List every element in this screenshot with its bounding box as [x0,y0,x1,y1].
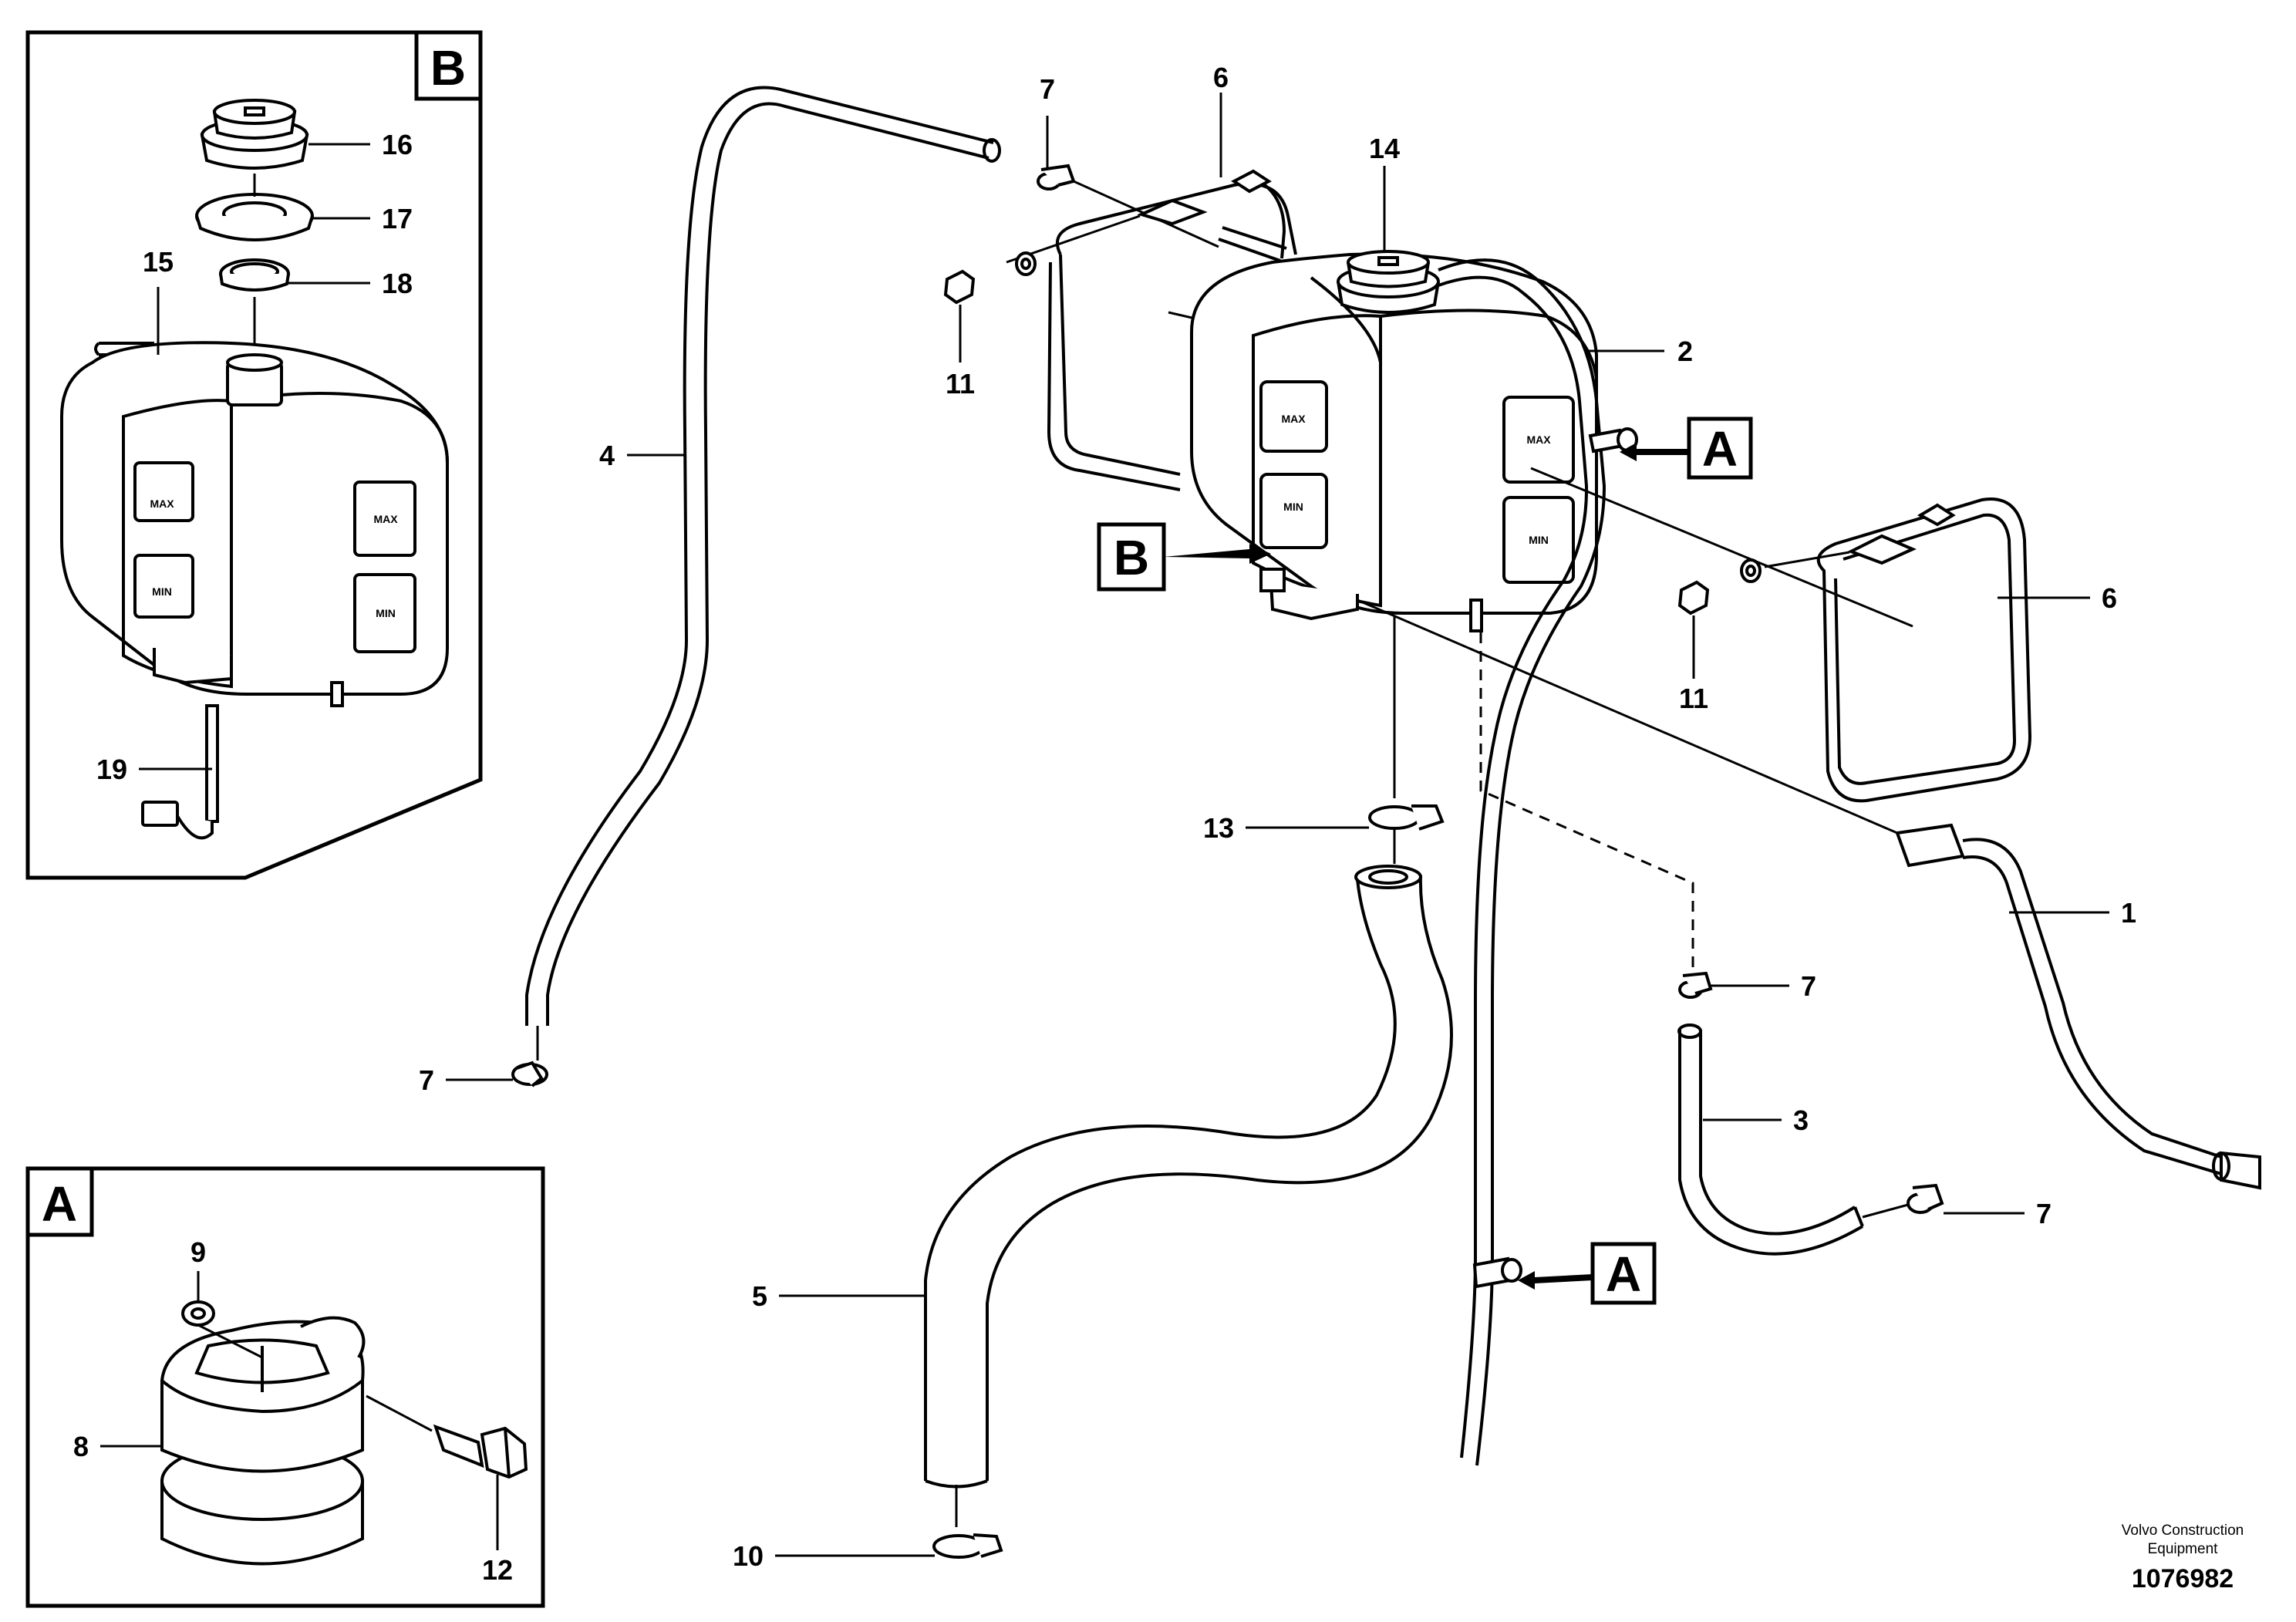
strap-6-left [1006,169,1297,491]
ref-a-upper-arrow [1620,443,1689,461]
svg-text:MAX: MAX [1526,433,1551,446]
callout-17: 17 [382,203,413,234]
svg-text:MIN: MIN [152,585,172,598]
hose-4 [525,86,1001,1026]
callout-4: 4 [599,440,615,471]
callout-8: 8 [73,1431,89,1462]
nut-11-left [943,251,1037,305]
ref-a-upper-box [1687,416,1753,480]
inset-a-frame [25,1166,545,1608]
callout-7-mid: 7 [1801,970,1816,1002]
bushing-8 [160,1316,366,1566]
inset-a-label: A [42,1176,77,1232]
inset-b-leaders [139,143,370,771]
callout-12: 12 [482,1554,513,1586]
tank-14-nipple [1218,226,1287,262]
level-sensor-19 [141,704,219,840]
inset-a [25,1166,545,1608]
ring-17 [195,193,314,241]
clamp-7-left [511,1026,548,1088]
ref-b-arrow [1164,544,1271,564]
clip-a-upper [1588,427,1638,454]
svg-text:MAX: MAX [1281,413,1306,425]
main-leaders [446,93,2109,1557]
guide-line-3 [1479,632,1694,970]
inset-a-label-box [25,1166,94,1237]
callout-7-left: 7 [419,1064,434,1096]
clamp-10 [932,1533,1003,1559]
strap-6-right [1530,467,2032,803]
inset-b-label: B [430,40,466,96]
nut-11-right [1677,558,1762,615]
ref-a-upper-label: A [1702,421,1738,477]
callout-10: 10 [733,1540,764,1572]
callout-16: 16 [382,129,413,160]
inset-b-label-box [414,30,483,101]
svg-text:MAX: MAX [373,513,398,525]
cap-16 [200,99,309,170]
callout-6-right: 6 [2102,582,2117,614]
callout-14: 14 [1369,133,1400,164]
callout-11-left: 11 [946,368,975,400]
tank-15 [60,341,449,707]
svg-text:MIN: MIN [1283,501,1303,513]
ref-a-lower-label: A [1606,1246,1641,1302]
callout-1: 1 [2121,897,2136,929]
bolt-12 [433,1424,528,1479]
callout-7-top: 7 [1040,73,1055,105]
callout-15: 15 [143,246,174,278]
seal-18 [219,258,290,292]
guide-line-1 [1357,599,1898,835]
callout-9: 9 [190,1236,206,1268]
svg-text:MIN: MIN [376,607,396,619]
callout-11-right: 11 [1679,683,1708,714]
inset-b [25,30,483,880]
callout-2: 2 [1677,336,1693,367]
credit-line-1: Volvo Construction [2122,1523,2244,1539]
callout-7-right: 7 [2036,1198,2052,1229]
tank-14 [1190,252,1598,632]
tank-14-markings: MAX MIN MAX MIN [1281,413,1551,546]
inset-a-leaders [100,1271,499,1550]
ref-b-label: B [1114,530,1149,585]
svg-text:MIN: MIN [1529,534,1549,546]
callout-13: 13 [1203,812,1234,844]
callout-3: 3 [1793,1104,1809,1136]
credit-line-2: Equipment [2148,1541,2219,1557]
clip-a-lower [1472,1256,1522,1289]
svg-text:MAX: MAX [150,497,174,510]
inset-b-frame [25,30,483,880]
drawing-number: 1076982 [2132,1564,2234,1593]
washer-9 [181,1300,215,1327]
clamp-7-right [1862,1183,1944,1219]
ref-a-lower-arrow [1518,1271,1593,1290]
callout-5: 5 [752,1280,767,1312]
callout-18: 18 [382,268,413,299]
tank-15-markings: MAX MIN MAX MIN [150,497,398,619]
tank-14-cap [1337,250,1440,314]
clamp-7-mid [1678,971,1713,999]
callout-6-top: 6 [1213,62,1229,93]
clamp-13 [1368,804,1445,831]
hose-3 [1677,1023,1864,1256]
cable-1 [1895,823,2261,1190]
ref-a-lower-box [1590,1242,1657,1305]
hose-5 [924,865,1453,1489]
callout-19: 19 [96,754,127,785]
